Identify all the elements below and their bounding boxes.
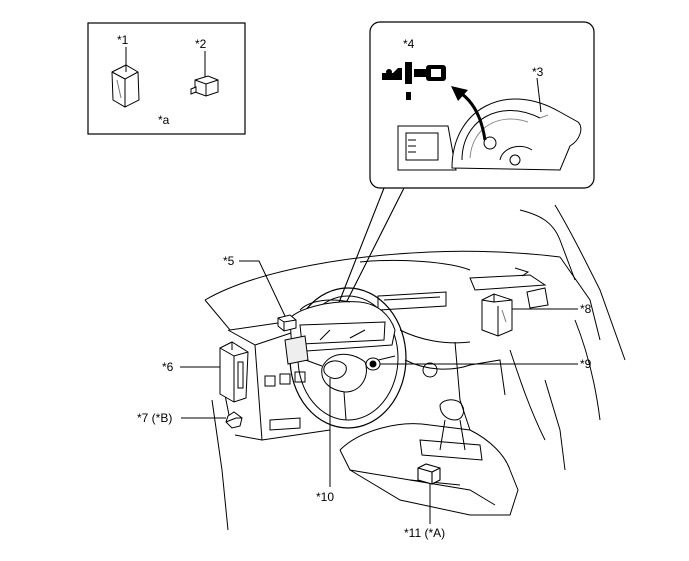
combination-meter (397, 98, 582, 171)
callout-6: *6 (162, 360, 174, 374)
dashboard-drawing (204, 204, 626, 531)
callout-8: *8 (580, 302, 592, 316)
part-2-sensor (190, 75, 219, 97)
callout-9: *9 (580, 357, 592, 371)
meter-inset: *3 *4 (337, 21, 595, 308)
callout-3: *3 (532, 65, 544, 79)
part-10-spiral-cable (323, 360, 347, 379)
callout-10: *10 (316, 490, 334, 504)
part-9-switch (365, 357, 381, 371)
curved-arrow-icon (451, 86, 487, 141)
callout-1: *1 (117, 33, 129, 47)
callout-11: *11 (*A) (404, 526, 445, 540)
callout-2: *2 (195, 37, 207, 51)
seatbelt-reminder-icon (382, 62, 446, 100)
inset-box: *1 *2 *a (87, 22, 246, 135)
part-8-module (481, 293, 513, 337)
callout-a: *a (158, 113, 170, 127)
part-11-module (417, 463, 441, 485)
callout-4: *4 (403, 37, 415, 51)
callout-5: *5 (223, 254, 235, 268)
part-7-sensor (225, 411, 243, 429)
part-5 (277, 314, 297, 332)
callout-7: *7 (*B) (137, 411, 172, 425)
part-1-module (111, 64, 140, 108)
part-6-ecu (219, 341, 249, 403)
